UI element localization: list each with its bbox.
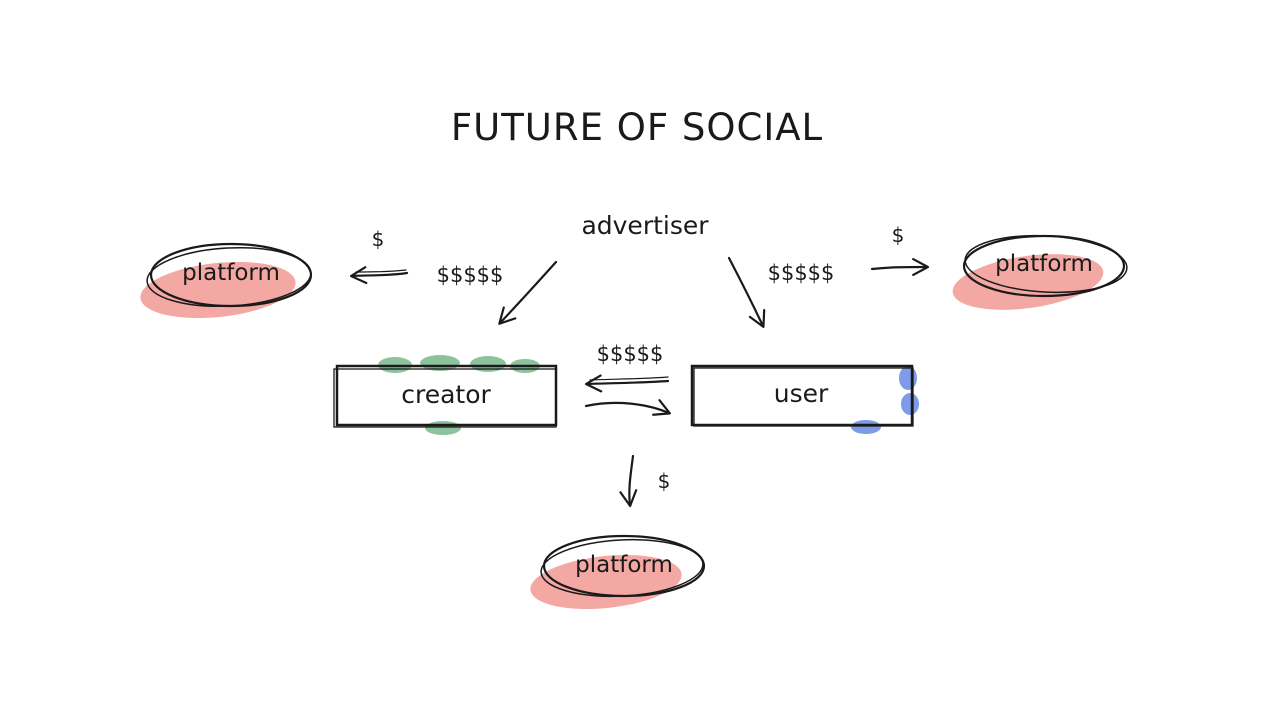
node-label-advertiser: advertiser [581,211,709,240]
edge-label-advertiser-platform-left: $ [371,227,385,251]
diagram-title: FUTURE OF SOCIAL [450,106,824,149]
arrow-user-to-creator-sketch [589,376,669,381]
creator-node [333,364,558,428]
edge-label-creator-platform-bottom: $ [657,469,671,493]
node-label-creator: creator [401,380,491,409]
arrow-advertiser-to-platform-right [870,257,930,277]
arrow-user-to-creator [584,374,670,393]
edge-label-user-creator: $$$$$ [596,342,664,366]
user-blob [851,420,881,434]
node-label-platform-right: platform [995,251,1093,277]
creator-blob [425,421,461,435]
user-node [690,364,914,427]
platform-bottom-node [540,534,706,598]
node-label-platform-bottom: platform [575,552,673,578]
arrow-creator-to-platform-bottom [619,454,638,508]
arrow-creator-to-user [584,399,671,416]
node-label-platform-left: platform [182,260,280,286]
edge-label-advertiser-creator: $$$$$ [436,263,504,287]
user-blob [899,366,917,390]
edge-label-advertiser-user: $$$$$ [767,261,835,285]
user-blob [901,393,919,415]
arrow-advertiser-to-creator [498,260,558,325]
node-label-user: user [773,379,829,408]
arrow-advertiser-to-platform-left-sketch [355,269,407,273]
creator-blob [470,356,506,372]
platform-left-node [146,242,313,308]
arrow-advertiser-to-user [727,256,766,328]
edge-label-advertiser-platform-right: $ [891,223,905,247]
arrow-advertiser-to-platform-left [349,266,409,285]
platform-right-node [962,234,1128,298]
